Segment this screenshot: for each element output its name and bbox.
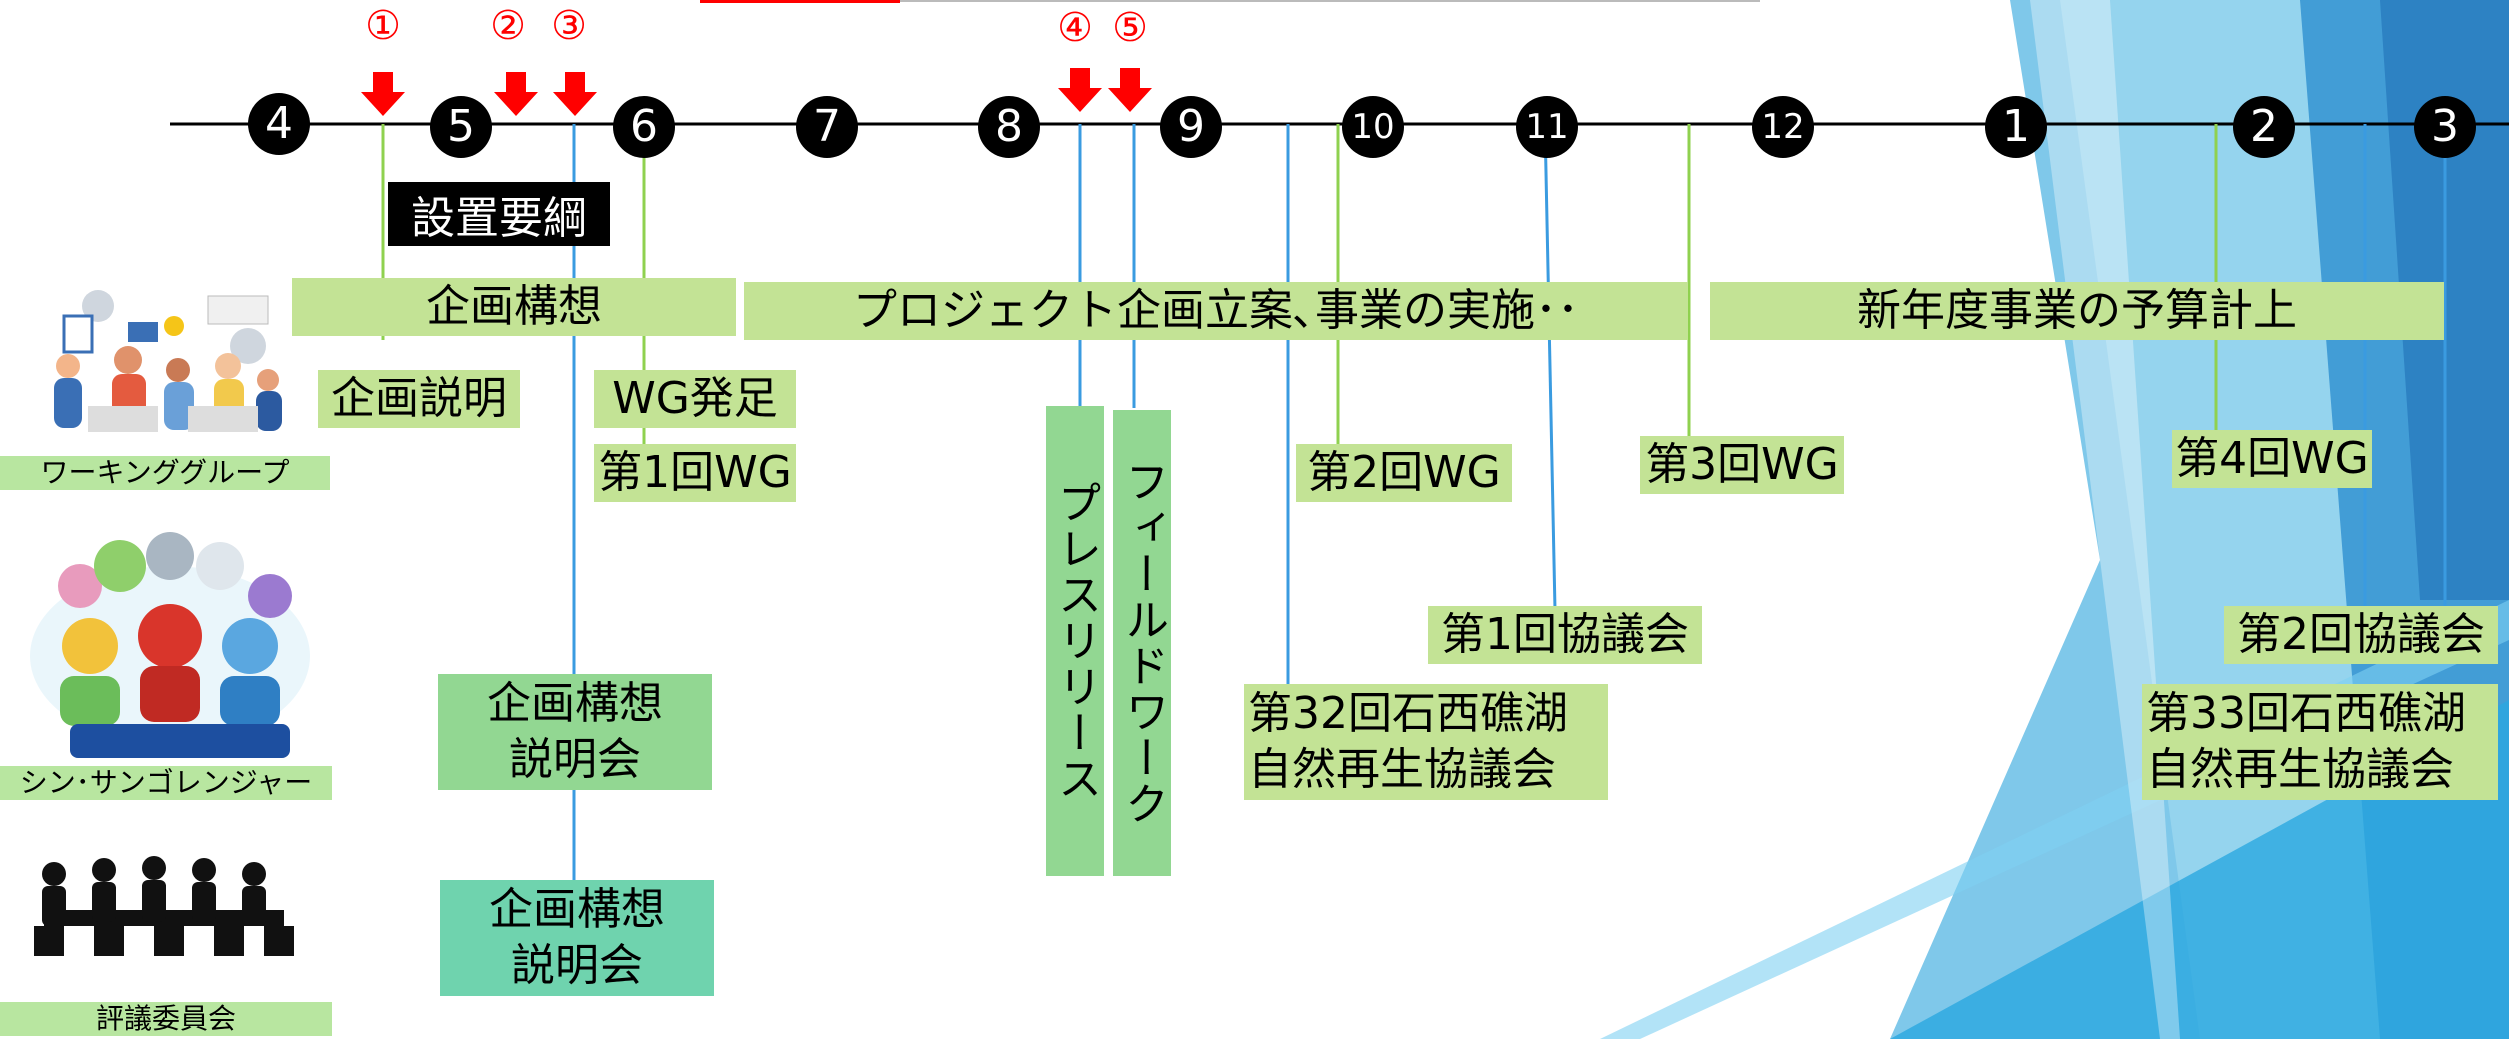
arrow-down-icon: [1058, 68, 1102, 112]
sekisei33-line2: 自然再生協議会: [2146, 744, 2454, 795]
event-wg-hattei: WG発足: [594, 370, 796, 428]
event-kikaku-setsumei: 企画説明: [318, 370, 520, 428]
event-wg2: 第2回WG: [1296, 444, 1512, 502]
month-12: 12: [1752, 96, 1814, 158]
event-number-3: ③: [551, 3, 587, 49]
phase-kikaku-kousou: 企画構想: [292, 278, 736, 336]
setsumeikai-b-line2: 説明会: [511, 940, 643, 991]
group-label-working-group: ワーキンググループ: [0, 456, 330, 490]
event-kyougikai2: 第2回協議会: [2224, 606, 2498, 664]
arrow-down-icon: [1108, 68, 1152, 112]
month-9: 9: [1160, 96, 1222, 158]
event-number-5: ⑤: [1112, 5, 1148, 51]
event-sekisei33: 第33回石西礁湖 自然再生協議会: [2142, 684, 2498, 800]
month-8: 8: [978, 96, 1040, 158]
shin-sango-ranger-illustration: [30, 532, 310, 758]
event-wg1: 第1回WG: [594, 444, 796, 502]
event-number-4: ④: [1057, 5, 1093, 51]
sekisei32-line2: 自然再生協議会: [1248, 744, 1556, 795]
event-number-1: ①: [365, 3, 401, 49]
group-label-hyougi: 評議委員会: [0, 1002, 332, 1036]
event-setsumeikai-a: 企画構想 説明会: [438, 674, 712, 790]
setsumeikai-b-line1: 企画構想: [489, 884, 665, 935]
event-kyougikai1: 第1回協議会: [1428, 606, 1702, 664]
setsumeikai-a-line1: 企画構想: [487, 678, 663, 729]
month-4: 4: [248, 93, 310, 155]
phase-project: プロジェクト企画立案､事業の実施･･: [744, 282, 1688, 340]
event-sekisei32: 第32回石西礁湖 自然再生協議会: [1244, 684, 1608, 800]
arrow-down-icon: [494, 72, 538, 116]
event-number-2: ②: [490, 3, 526, 49]
month-10: 10: [1342, 96, 1404, 158]
event-field-work: フィールドワーク: [1113, 410, 1171, 876]
setchi-youkou-label: 設置要綱: [388, 182, 610, 246]
month-1: 1: [1985, 96, 2047, 158]
phase-shinnendo: 新年度事業の予算計上: [1710, 282, 2444, 340]
event-wg3: 第3回WG: [1640, 436, 1844, 494]
month-6: 6: [613, 96, 675, 158]
sekisei33-line1: 第33回石西礁湖: [2146, 688, 2466, 739]
month-7: 7: [796, 96, 858, 158]
month-5: 5: [430, 96, 492, 158]
month-2: 2: [2233, 96, 2295, 158]
sekisei32-line1: 第32回石西礁湖: [1248, 688, 1568, 739]
event-setsumeikai-b: 企画構想 説明会: [440, 880, 714, 996]
month-3: 3: [2414, 96, 2476, 158]
working-group-illustration: [54, 290, 282, 432]
committee-meeting-illustration: [34, 856, 294, 956]
arrow-down-icon: [553, 72, 597, 116]
group-label-shin-sango: シン･サンゴレンジャー: [0, 766, 332, 800]
arrow-down-icon: [361, 72, 405, 116]
setsumeikai-a-line2: 説明会: [509, 734, 641, 785]
event-press-release: プレスリリース: [1046, 406, 1104, 876]
month-11: 11: [1516, 96, 1578, 158]
event-wg4: 第4回WG: [2172, 430, 2372, 488]
